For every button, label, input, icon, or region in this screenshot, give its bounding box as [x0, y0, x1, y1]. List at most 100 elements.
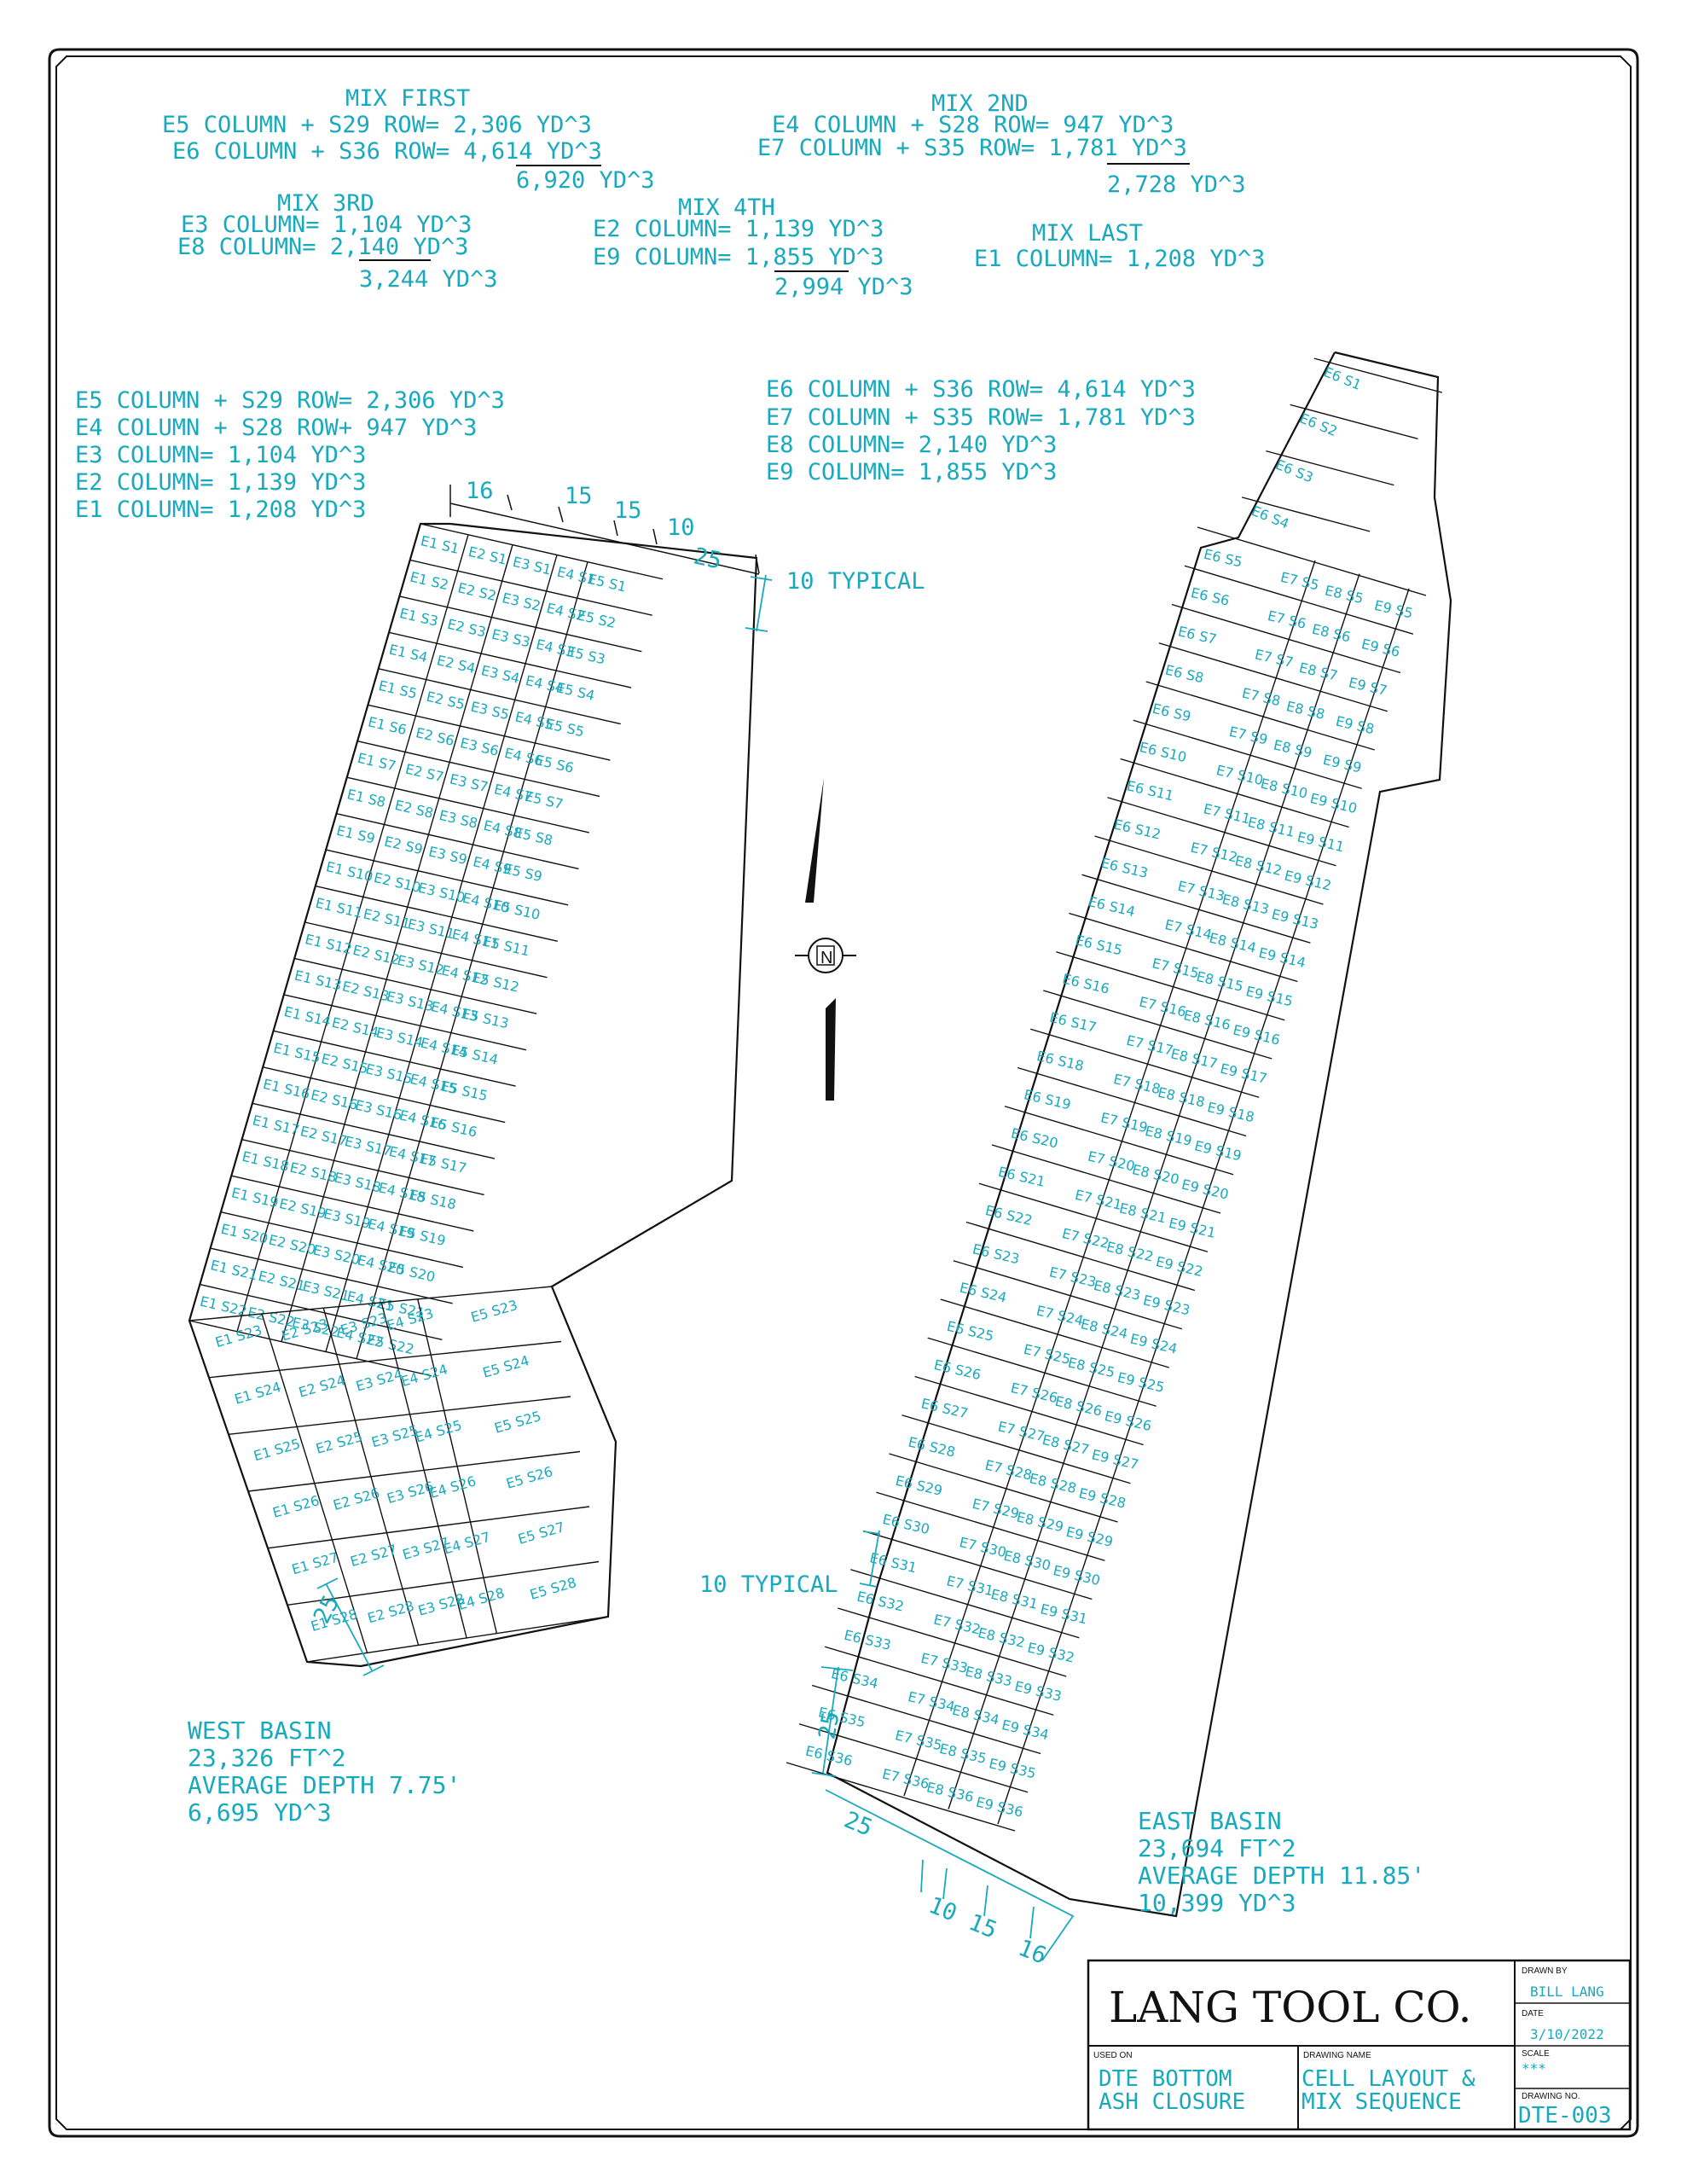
cell-label: E9 S7 — [1347, 674, 1388, 699]
cell-label: E7 S6 — [1267, 607, 1308, 632]
cell-label: E7 S8 — [1240, 685, 1282, 710]
cell-label: E3 S20 — [311, 1241, 362, 1268]
cell-label: E9 S8 — [1334, 713, 1376, 738]
grid-line — [356, 561, 588, 1359]
cell-label: E5 S7 — [523, 788, 565, 813]
cell-label: E5 S22 — [366, 1331, 416, 1357]
cell-label: E2 S5 — [425, 688, 467, 713]
grid-line — [838, 1607, 1067, 1677]
grid-line — [1081, 874, 1311, 944]
cell-label: E9 S9 — [1321, 752, 1363, 776]
cell-label: E9 S5 — [1373, 597, 1415, 622]
cell-label: E6 S2 — [1297, 410, 1340, 439]
grid-line — [798, 1723, 1029, 1793]
cell-label: E8 S33 — [964, 1663, 1014, 1689]
cell-label: E2 S1 — [467, 543, 508, 568]
grid-line — [824, 1646, 1054, 1716]
cell-label: E3 S14 — [374, 1025, 425, 1051]
cell-label: E4 S26 — [427, 1472, 478, 1502]
east-dim-10: 10 — [925, 1892, 960, 1927]
cell-label: E4 S25 — [414, 1417, 464, 1446]
grid-line — [273, 1030, 516, 1087]
grid-line — [231, 1175, 474, 1232]
grid-line — [236, 534, 469, 1332]
cell-label: E5 S27 — [516, 1519, 566, 1548]
cell-label: E8 S35 — [938, 1740, 988, 1767]
cell-label: E8 S16 — [1182, 1007, 1232, 1033]
grid-line — [948, 573, 1360, 1809]
cell-label: E7 S23 — [1047, 1263, 1098, 1290]
cell-label: E5 S13 — [461, 1005, 511, 1031]
mix-third-total: 3,244 YD^3 — [359, 266, 498, 293]
cell-label: E1 S1 — [419, 532, 461, 557]
east-dim-25-side: 25 — [814, 1710, 844, 1741]
cell-label: E2 S7 — [403, 761, 445, 786]
grid-line — [1029, 1028, 1260, 1098]
cell-label: E3 S18 — [333, 1169, 383, 1195]
cell-label: E5 S10 — [491, 897, 542, 923]
cell-label: E1 S20 — [219, 1221, 270, 1247]
cell-label: E3 S1 — [511, 554, 553, 578]
cell-label: E8 S11 — [1246, 814, 1296, 840]
cell-label: E4 S24 — [399, 1361, 449, 1390]
cell-label: E3 S24 — [354, 1366, 404, 1395]
cell-label: E5 S19 — [397, 1223, 448, 1249]
east-volume-4: E9 COLUMN= 1,855 YD^3 — [766, 459, 1057, 485]
grid-line — [325, 555, 558, 1352]
grid-line — [188, 1320, 432, 1377]
cell-label: E9 S35 — [988, 1755, 1038, 1781]
cell-label: E8 S10 — [1259, 775, 1309, 802]
cell-label: E2 S20 — [267, 1232, 317, 1258]
east-basin-area: 23,694 FT^2 — [1138, 1834, 1296, 1862]
cell-label: E8 S13 — [1220, 891, 1271, 917]
cell-label: E1 S26 — [271, 1492, 322, 1521]
mix-third-line-2: E8 COLUMN= 2,140 YD^3 — [177, 234, 468, 260]
grid-line — [889, 1453, 1118, 1523]
cell-label: E1 S4 — [387, 641, 429, 665]
mix-fourth-line-1: E2 COLUMN= 1,139 YD^3 — [593, 216, 884, 242]
cell-label: E2 S9 — [383, 834, 425, 858]
cell-label: E3 S7 — [448, 770, 490, 795]
grid-line — [1184, 565, 1414, 635]
grid-line — [1017, 1066, 1247, 1137]
cell-label: E7 S9 — [1227, 723, 1269, 748]
mix-third-line-1: E3 COLUMN= 1,104 YD^3 — [181, 212, 472, 238]
cell-label: E1 S17 — [251, 1112, 301, 1138]
west-volume-4: E2 COLUMN= 1,139 YD^3 — [75, 469, 366, 496]
cell-label: E8 S7 — [1297, 659, 1339, 684]
grid-line — [380, 1302, 467, 1639]
cell-label: E3 S6 — [459, 735, 501, 759]
cell-label: E6 S15 — [1074, 932, 1124, 958]
cell-label: E9 S15 — [1244, 983, 1295, 1009]
cell-label: E3 S17 — [343, 1133, 393, 1159]
cell-label: E9 S31 — [1039, 1600, 1089, 1627]
cell-label: E1 S11 — [314, 895, 364, 921]
north-arrow-label: N — [820, 949, 832, 967]
cell-label: E5 S4 — [554, 679, 596, 704]
grid-line — [903, 560, 1316, 1797]
cell-label: E8 S26 — [1053, 1393, 1104, 1420]
cell-label: E8 S30 — [1002, 1548, 1052, 1574]
cell-label: E1 S24 — [233, 1379, 283, 1408]
title-block: LANG TOOL CO. DRAWN BY BILL LANG DATE 3/… — [1087, 1959, 1632, 2131]
cell-label: E2 S18 — [288, 1159, 339, 1186]
grid-line — [927, 1337, 1157, 1407]
cell-label: E9 S17 — [1219, 1060, 1269, 1087]
cell-label: E1 S5 — [377, 677, 419, 702]
cell-label: E3 S16 — [354, 1097, 404, 1124]
cell-label: E8 S36 — [925, 1779, 976, 1805]
cell-label: E3 S4 — [479, 662, 521, 687]
date-value: 3/10/2022 — [1530, 2026, 1604, 2042]
grid-line — [420, 523, 664, 580]
cell-label: E9 S16 — [1232, 1022, 1282, 1048]
grid-line — [863, 1530, 1093, 1600]
grid-line — [1094, 835, 1324, 905]
grid-line — [1313, 357, 1443, 393]
mix-second-total: 2,728 YD^3 — [1107, 171, 1246, 198]
cell-label: E7 S25 — [1022, 1341, 1072, 1368]
cell-label: E5 S6 — [534, 752, 576, 776]
drawing-no-label: DRAWING NO. — [1522, 2092, 1580, 2101]
grid-line — [261, 1313, 368, 1653]
grid-line — [1266, 450, 1394, 486]
cell-label: E7 S15 — [1151, 955, 1201, 981]
